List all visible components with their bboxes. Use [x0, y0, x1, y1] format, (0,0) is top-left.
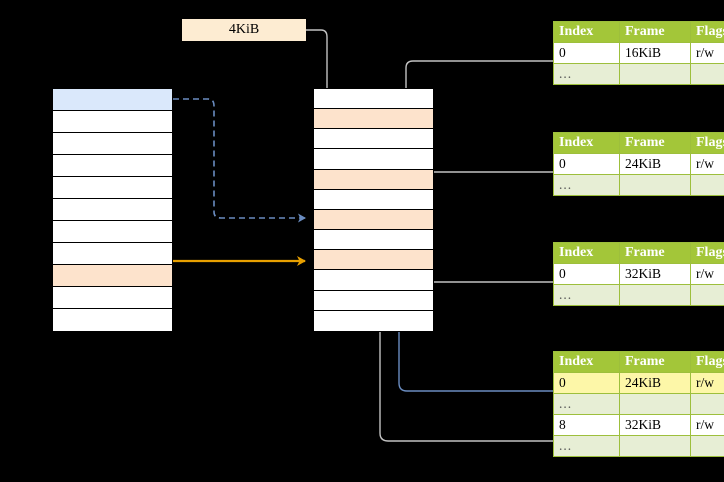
virtual-page-row-3 — [53, 155, 172, 177]
page-table-level-4-cell-3-2 — [690, 435, 724, 457]
page-table-level-2-cell-0-0: 0 — [553, 153, 620, 175]
wire-pt2-to-frame24 — [412, 171, 553, 216]
page-table-level-4-row: ... — [553, 393, 724, 415]
page-size-text: 4KiB — [228, 22, 260, 37]
page-table-level-2-header-flags: Flags — [690, 132, 724, 154]
page-table-level-3-cell-1-2 — [690, 284, 724, 306]
virtual-page-row-9 — [53, 287, 172, 309]
page-table-level-4-header-index: Index — [553, 351, 620, 373]
virtual-page-row-7 — [53, 243, 172, 265]
wire-pt3-to-frame32 — [412, 263, 553, 283]
page-table-level-4-cell-0-2: r/w — [690, 372, 724, 394]
page-table-level-4-cell-1-0: ... — [553, 393, 620, 415]
page-table-level-3-header-flags: Flags — [690, 242, 724, 264]
page-table-level-2: IndexFrameFlags024KiBr/w... — [553, 132, 724, 196]
physical-frame-row-7 — [314, 230, 433, 251]
page-table-level-2-cell-1-1 — [619, 174, 691, 196]
page-table-level-3-cell-1-1 — [619, 284, 691, 306]
virtual-page-row-5 — [53, 199, 172, 221]
page-table-level-4-cell-2-0: 8 — [553, 414, 620, 436]
page-table-level-2-cell-0-2: r/w — [690, 153, 724, 175]
virtual-page-row-6 — [53, 221, 172, 243]
wire-chip-to-frame — [305, 29, 332, 113]
virtual-address-space-column — [52, 88, 173, 332]
page-table-level-2-row: ... — [553, 174, 724, 196]
page-table-level-3: IndexFrameFlags032KiBr/w... — [553, 242, 724, 306]
page-table-level-1-header-index: Index — [553, 21, 620, 43]
page-table-level-4-cell-2-2: r/w — [690, 414, 724, 436]
page-table-level-4-row: ... — [553, 435, 724, 457]
page-table-level-3-cell-0-0: 0 — [553, 263, 620, 285]
wire-virtual-page-dashed — [173, 98, 306, 223]
physical-frame-row-11 — [314, 310, 433, 331]
page-table-level-1-row: ... — [553, 63, 724, 85]
page-table-level-3-cell-1-0: ... — [553, 284, 620, 306]
virtual-page-row-0 — [53, 89, 172, 111]
page-table-level-2-cell-1-0: ... — [553, 174, 620, 196]
physical-frame-row-8 — [314, 250, 433, 271]
page-table-level-2-header-index: Index — [553, 132, 620, 154]
page-table-level-1: IndexFrameFlags016KiBr/w... — [553, 21, 724, 85]
physical-frame-row-9 — [314, 270, 433, 291]
physical-frame-row-6 — [314, 209, 433, 231]
page-size-label: 4KiB — [182, 19, 306, 41]
page-table-level-3-header-frame: Frame — [619, 242, 691, 264]
page-table-level-4-cell-1-1 — [619, 393, 691, 415]
page-table-level-1-cell-0-2: r/w — [690, 42, 724, 64]
page-table-level-3-cell-0-2: r/w — [690, 263, 724, 285]
virtual-page-row-10 — [53, 309, 172, 331]
page-table-level-3-cell-0-1: 32KiB — [619, 263, 691, 285]
wire-pt1-to-frame16 — [401, 60, 553, 183]
page-table-level-4-cell-0-0: 0 — [553, 372, 620, 394]
page-table-level-4-cell-3-1 — [619, 435, 691, 457]
page-table-level-1-header-flags: Flags — [690, 21, 724, 43]
virtual-page-row-1 — [53, 111, 172, 133]
page-table-level-1-cell-1-2 — [690, 63, 724, 85]
physical-frame-row-2 — [314, 129, 433, 150]
page-table-level-2-cell-1-2 — [690, 174, 724, 196]
page-table-level-3-row: ... — [553, 284, 724, 306]
page-table-level-4: IndexFrameFlags024KiBr/w...832KiBr/w... — [553, 351, 724, 457]
wire-pt4-highlight-to-frame — [394, 223, 553, 392]
page-table-level-2-cell-0-1: 24KiB — [619, 153, 691, 175]
page-table-level-4-cell-3-0: ... — [553, 435, 620, 457]
physical-frame-row-5 — [314, 189, 433, 210]
page-table-level-1-header-frame: Frame — [619, 21, 691, 43]
page-table-level-4-cell-1-2 — [690, 393, 724, 415]
physical-frame-row-0 — [314, 89, 433, 110]
page-table-level-1-cell-0-0: 0 — [553, 42, 620, 64]
virtual-page-row-2 — [53, 133, 172, 155]
physical-frame-row-3 — [314, 149, 433, 170]
page-table-level-1-cell-1-0: ... — [553, 63, 620, 85]
page-table-level-3-header-index: Index — [553, 242, 620, 264]
physical-address-space-column — [313, 88, 434, 332]
page-table-level-1-cell-1-1 — [619, 63, 691, 85]
page-table-level-4-cell-2-1: 32KiB — [619, 414, 691, 436]
physical-frame-row-1 — [314, 109, 433, 130]
page-table-level-4-header-flags: Flags — [690, 351, 724, 373]
virtual-page-row-4 — [53, 177, 172, 199]
page-table-level-1-cell-0-1: 16KiB — [619, 42, 691, 64]
page-table-level-4-cell-0-1: 24KiB — [619, 372, 691, 394]
physical-frame-row-4 — [314, 169, 433, 190]
page-table-level-4-header-frame: Frame — [619, 351, 691, 373]
virtual-page-row-8 — [53, 265, 172, 287]
page-table-level-2-header-frame: Frame — [619, 132, 691, 154]
physical-frame-row-10 — [314, 290, 433, 311]
